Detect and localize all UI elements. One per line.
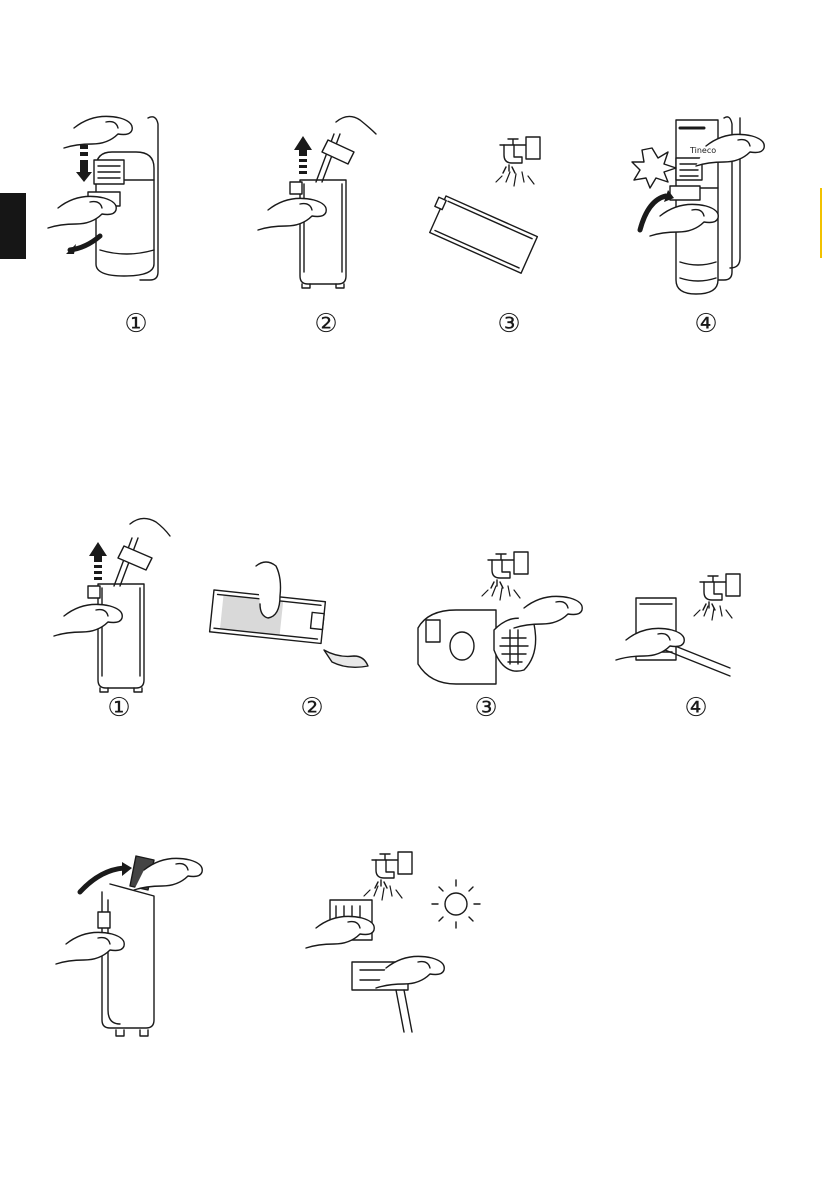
step-a3-illustration [424,137,540,273]
step-b4-illustration [616,574,740,676]
step-a1-illustration [48,116,158,280]
step-b2-illustration [210,562,368,667]
step-number: ③ [489,309,529,339]
step-number: ④ [676,693,716,723]
step-a2-illustration [258,116,376,288]
step-number: ③ [466,693,506,723]
brand-text: Tineco [689,146,716,155]
step-b3-illustration [418,552,582,684]
step-c2-illustration [306,852,480,1032]
step-number: ② [292,693,332,723]
step-number: ① [116,309,156,339]
step-number: ① [99,693,139,723]
step-c1-illustration [56,856,202,1036]
device-brand-logo: Tineco [690,143,720,157]
step-number: ② [306,309,346,339]
step-number: ④ [686,309,726,339]
step-b1-illustration [54,518,170,692]
